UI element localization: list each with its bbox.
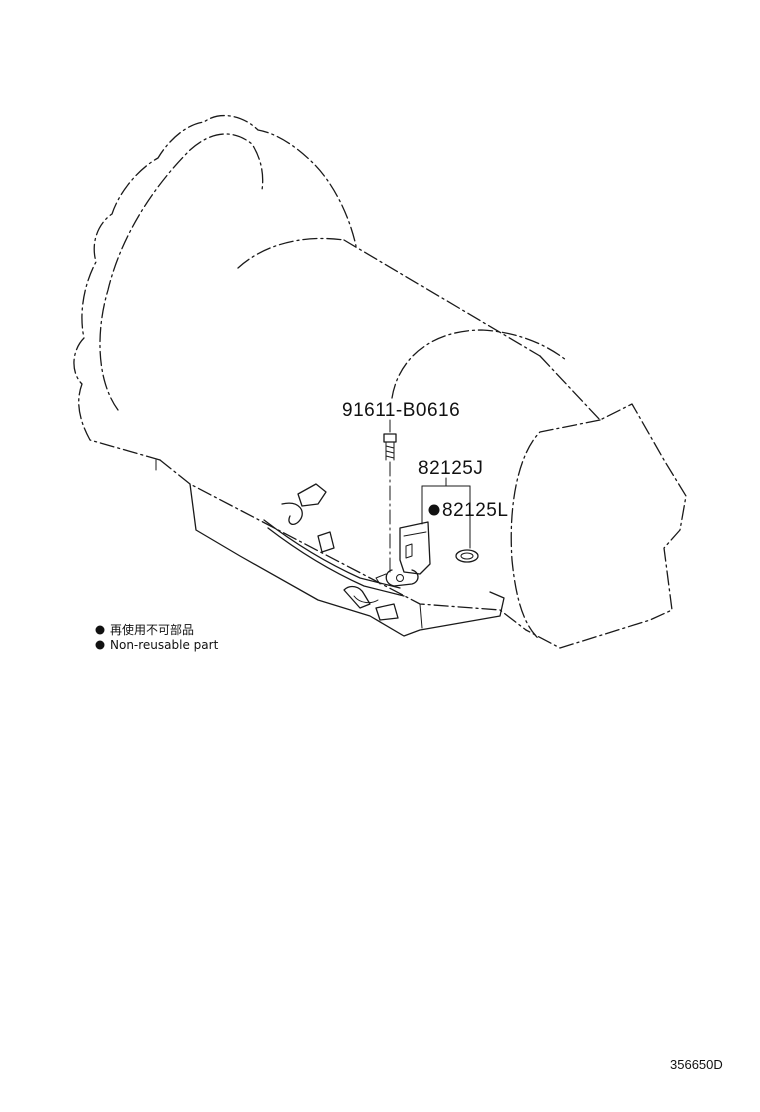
leader-lines (389, 419, 471, 549)
sensor-part (375, 521, 431, 587)
legend: 再使用不可部品 Non-reusable part (95, 622, 219, 652)
bolt-part-number: 91611-B0616 (342, 400, 460, 421)
transmission-outline (73, 114, 687, 649)
legend-english-text: Non-reusable part (110, 638, 219, 652)
bolt-part (383, 433, 397, 573)
o-ring-part (455, 549, 479, 563)
legend-bullet-english (95, 640, 105, 650)
diagram-code: 356650D (670, 1057, 723, 1072)
legend-bullet-japanese (95, 625, 105, 635)
non-reusable-marker (428, 504, 440, 516)
wire-harness (263, 483, 405, 621)
oil-pan (189, 483, 505, 637)
sensor-part-number: 82125J (418, 458, 483, 479)
legend-japanese-text: 再使用不可部品 (110, 622, 194, 637)
seal-part-number: 82125L (442, 500, 508, 521)
